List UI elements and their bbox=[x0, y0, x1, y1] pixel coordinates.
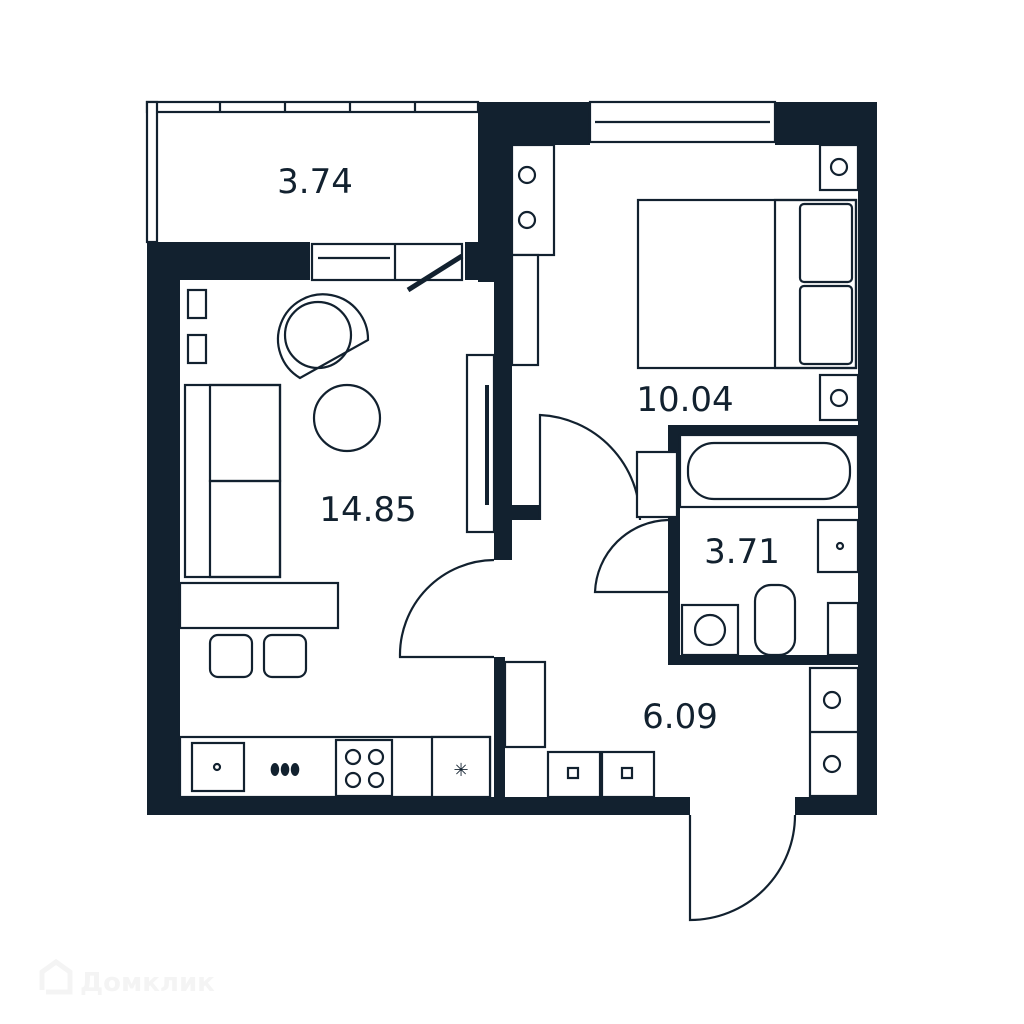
bathroom-sink bbox=[816, 518, 860, 574]
svg-text:⬮⬮⬮: ⬮⬮⬮ bbox=[270, 760, 300, 779]
room-area-bedroom: 10.04 bbox=[636, 380, 733, 420]
bathroom-door[interactable] bbox=[593, 518, 669, 594]
hallway-bench bbox=[546, 750, 656, 799]
coffee-table bbox=[312, 383, 382, 453]
balcony-glazing bbox=[145, 100, 480, 244]
bedroom-window bbox=[588, 100, 777, 144]
bedroom-closet bbox=[510, 143, 556, 367]
entrance-door[interactable] bbox=[688, 814, 797, 922]
radiator-1 bbox=[186, 288, 208, 320]
chair-1 bbox=[208, 633, 254, 679]
sink bbox=[190, 741, 246, 793]
room-area-living-kitchen: 14.85 bbox=[319, 490, 416, 530]
nightstand-2 bbox=[818, 373, 860, 422]
fridge bbox=[430, 735, 492, 799]
toilet bbox=[753, 583, 797, 657]
walls bbox=[147, 102, 877, 815]
balcony-door[interactable] bbox=[310, 242, 464, 293]
stove bbox=[334, 738, 394, 798]
hallway-wardrobe bbox=[808, 666, 860, 798]
dining-counter bbox=[178, 581, 340, 630]
living-door[interactable] bbox=[398, 558, 495, 659]
kitchen-counter: ✳ ⬮⬮⬮ bbox=[178, 735, 492, 799]
towel-dryer bbox=[635, 450, 679, 519]
svg-text:✳: ✳ bbox=[453, 760, 468, 781]
wardrobe-living bbox=[465, 353, 496, 534]
room-area-balcony: 3.74 bbox=[277, 162, 353, 202]
radiator-2 bbox=[186, 333, 208, 365]
sofa bbox=[183, 383, 282, 579]
room-area-bathroom: 3.71 bbox=[704, 532, 780, 572]
chair-2 bbox=[262, 633, 308, 679]
bedroom-door[interactable] bbox=[538, 413, 642, 521]
watermark-logo: Домклик bbox=[39, 958, 215, 998]
double-bed bbox=[636, 198, 858, 370]
hallway-shoe-rack bbox=[503, 660, 547, 749]
nightstand-1 bbox=[818, 143, 860, 192]
bathroom-cabinet bbox=[826, 601, 860, 657]
armchair bbox=[276, 293, 370, 380]
svg-text:Домклик: Домклик bbox=[80, 968, 215, 998]
washing-machine bbox=[680, 603, 740, 657]
bathtub bbox=[678, 433, 860, 509]
room-area-hallway: 6.09 bbox=[642, 697, 718, 737]
